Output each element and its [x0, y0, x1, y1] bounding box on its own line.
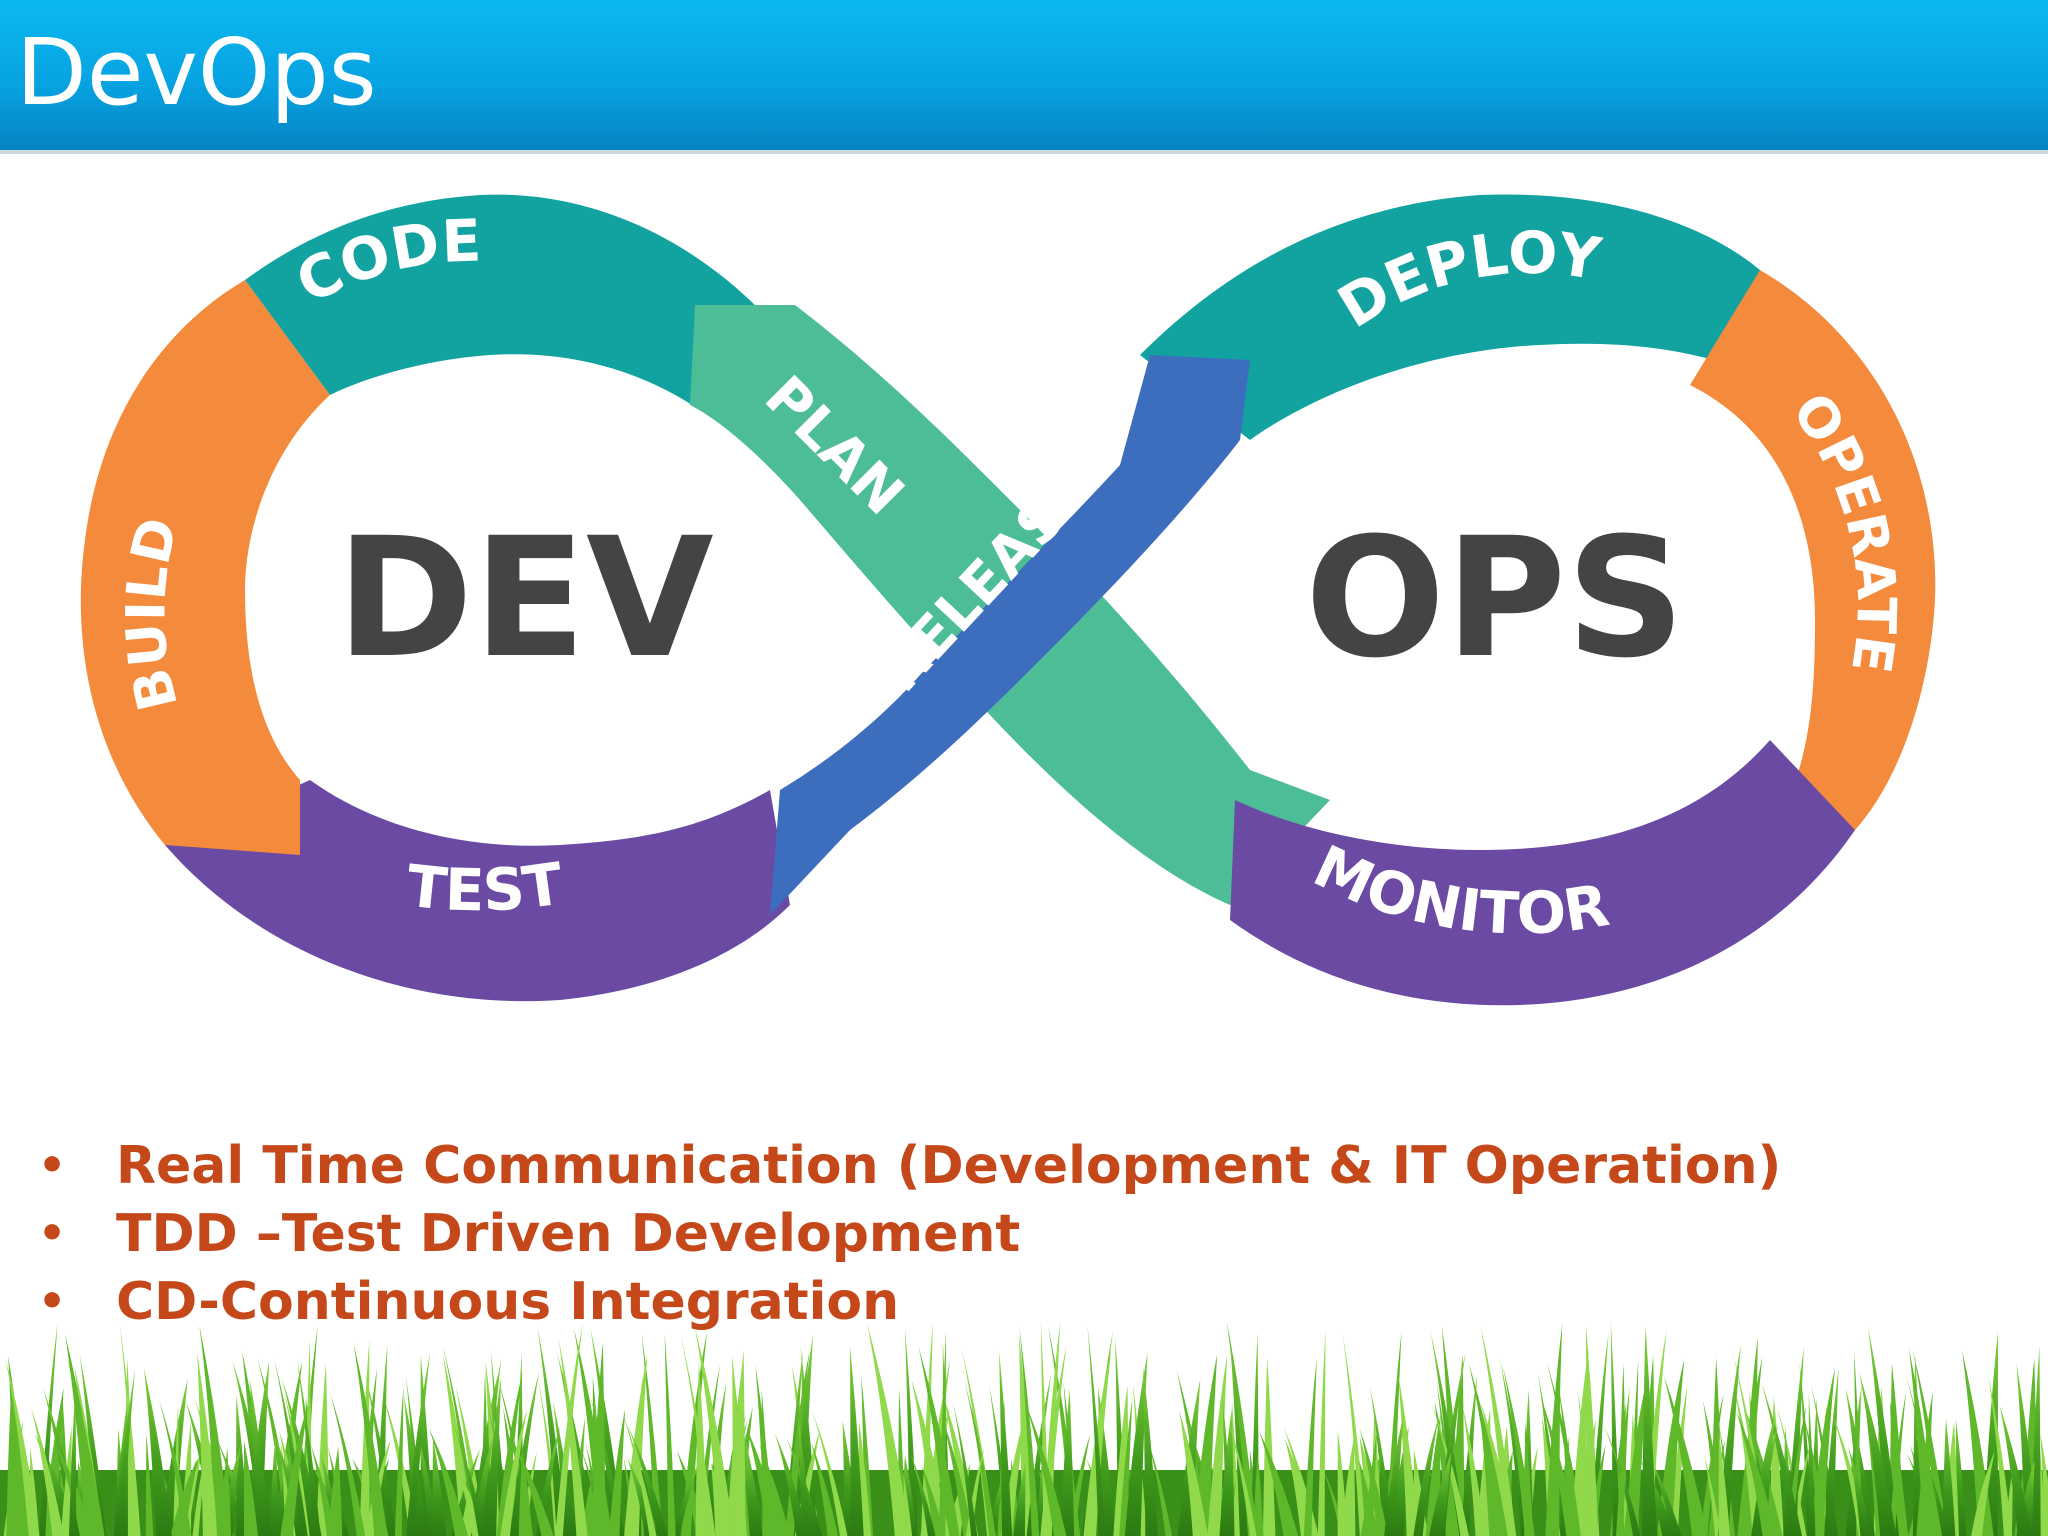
bullet-text: Real Time Communication (Development & I… — [116, 1136, 1781, 1196]
bullet-item: • TDD –Test Driven Development — [38, 1200, 1781, 1268]
center-label-dev: DEV — [336, 502, 713, 694]
devops-infinity-diagram: CODE DEPLOY BUILD OPERATE TEST MONITOR P… — [0, 160, 2048, 1040]
bullet-dot-icon: • — [38, 1132, 66, 1200]
grass-decoration — [0, 1320, 2048, 1536]
slide-title: DevOps — [16, 18, 377, 128]
bullet-dot-icon: • — [38, 1200, 66, 1268]
label-test: TEST — [403, 849, 567, 924]
bullet-text: TDD –Test Driven Development — [116, 1204, 1020, 1264]
bullet-item: • Real Time Communication (Development &… — [38, 1132, 1781, 1200]
grass-blades — [0, 1321, 2048, 1536]
label-test-text: TEST — [403, 849, 567, 924]
title-bar: DevOps — [0, 0, 2048, 154]
segment-operate — [1690, 270, 1935, 835]
bullet-list: • Real Time Communication (Development &… — [38, 1132, 1781, 1336]
center-label-ops: OPS — [1305, 502, 1685, 694]
